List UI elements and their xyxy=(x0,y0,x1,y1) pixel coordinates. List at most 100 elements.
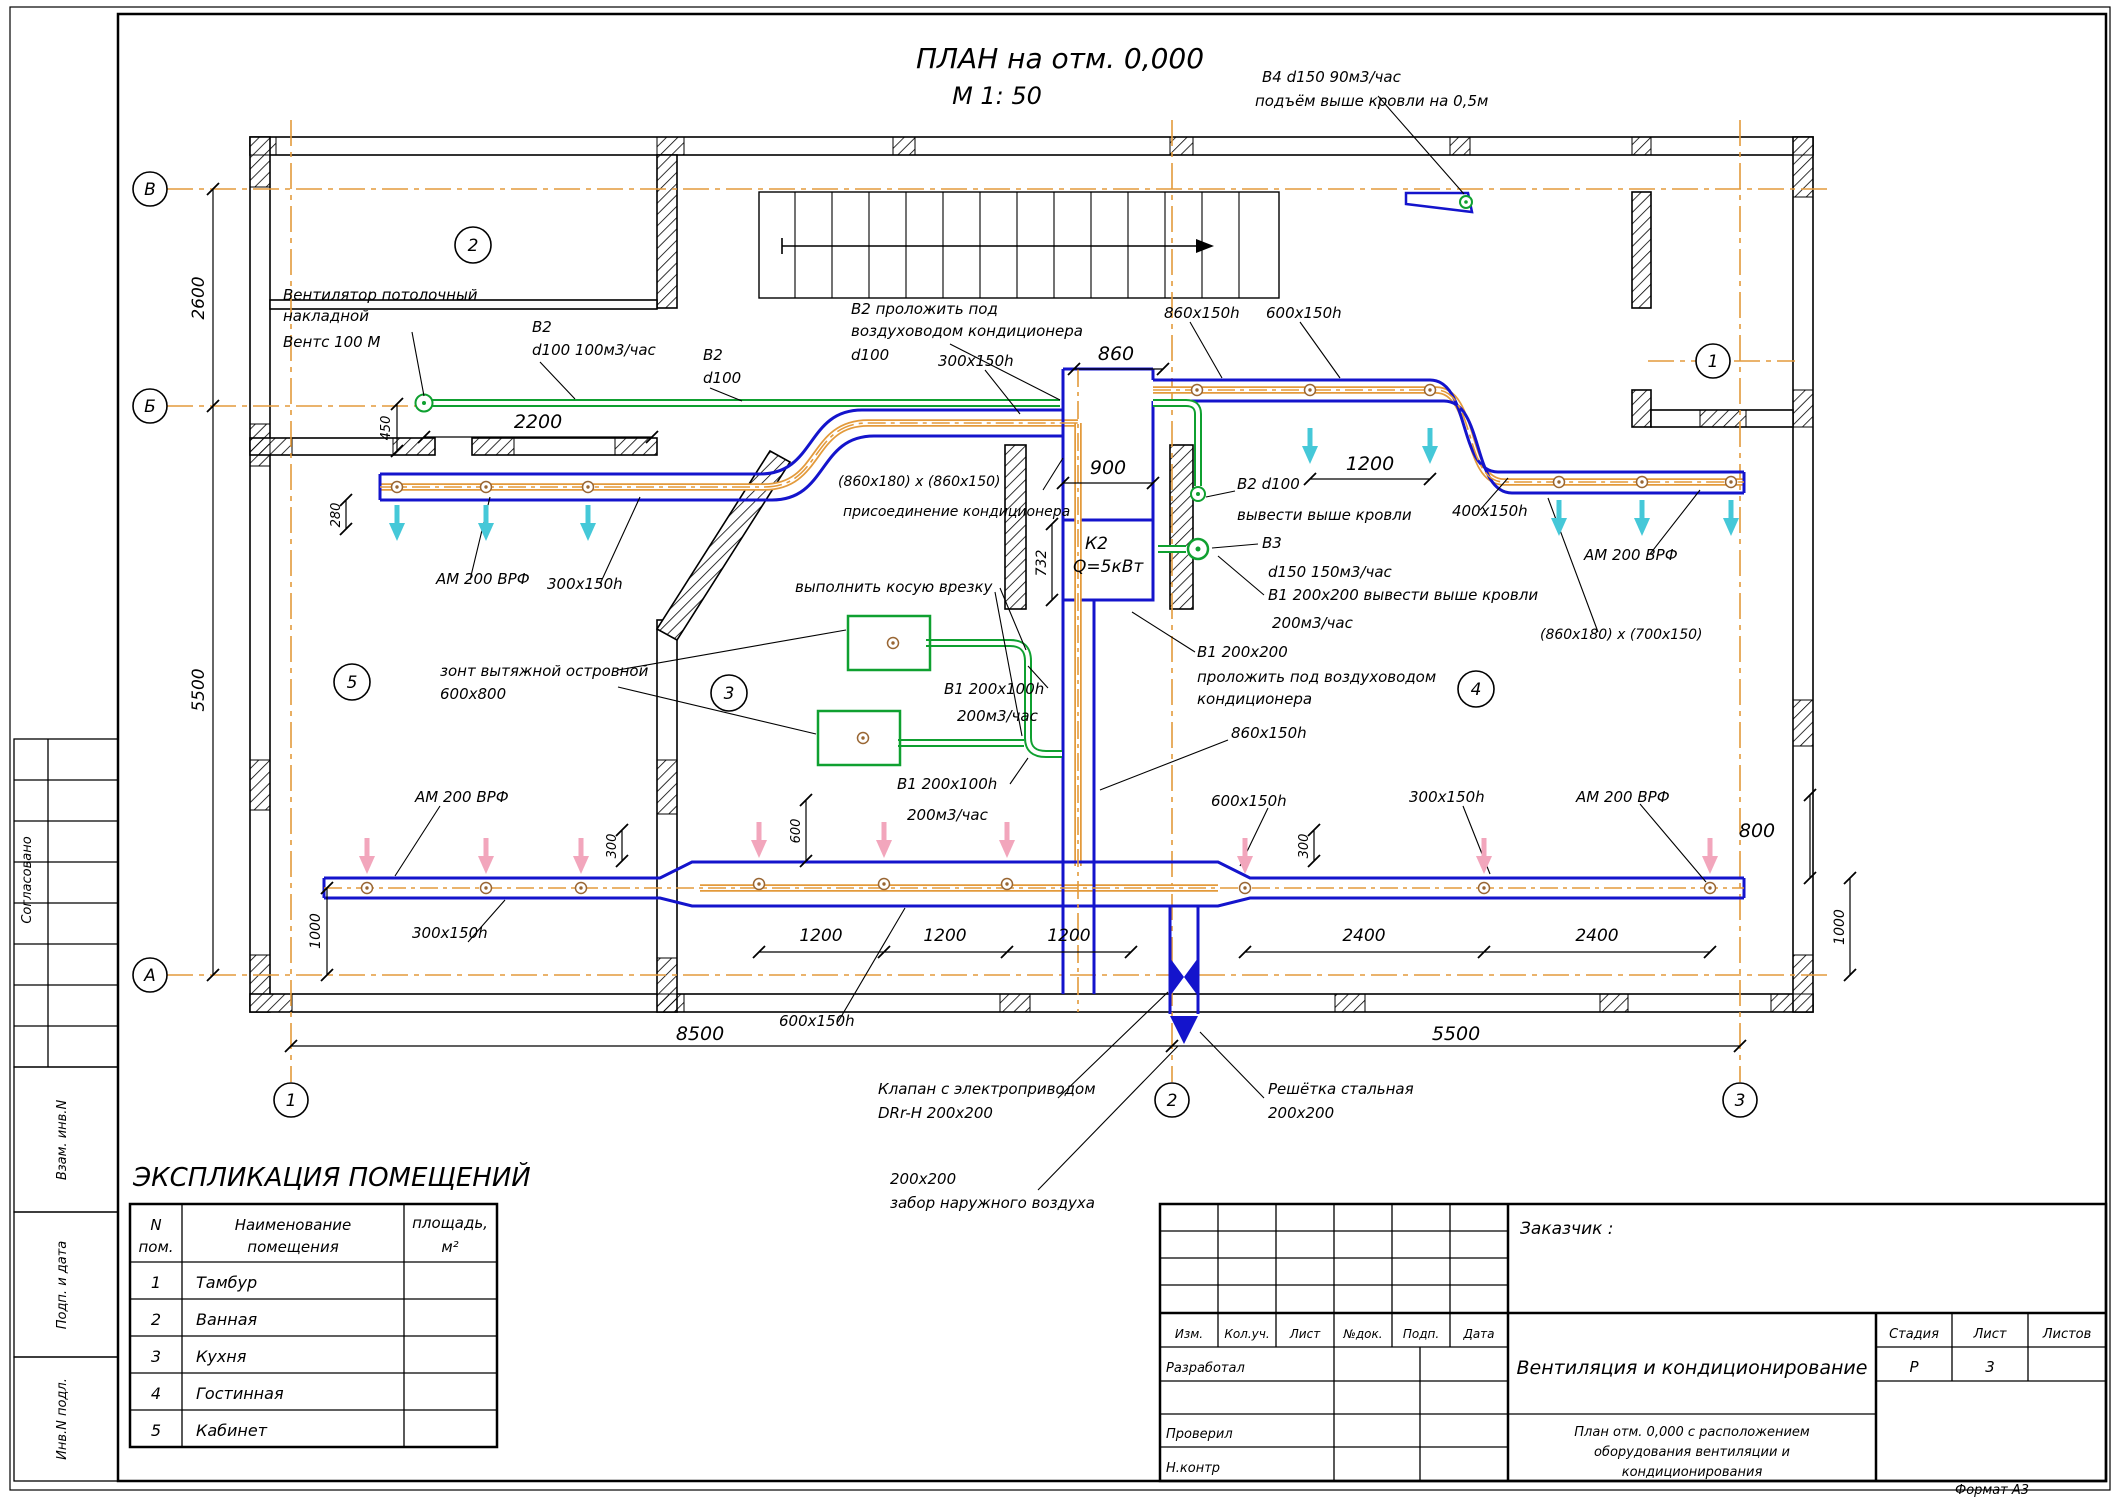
format-note: Формат А3 xyxy=(1955,1483,2029,1497)
axis-marker xyxy=(132,957,168,993)
drawing-label: 1200 xyxy=(1346,453,1394,475)
room-marker xyxy=(454,226,492,264)
drawing-label: 300х150h xyxy=(547,575,623,593)
drawing-label: d100 100м3/час xyxy=(532,341,657,359)
drawing-label: d100 xyxy=(851,346,889,364)
room-marker xyxy=(333,663,371,701)
diffuser-dot xyxy=(484,886,488,890)
diffuser-dot xyxy=(861,736,865,740)
drawing-label: АМ 200 ВРФ xyxy=(1575,788,1670,806)
diffuser-dot xyxy=(365,886,369,890)
diffuser-arrow-head xyxy=(573,856,589,874)
page-title: ПЛАН на отм. 0,000 xyxy=(916,42,1204,75)
drawing-label: АМ 200 ВРФ xyxy=(435,570,530,588)
side-stamp xyxy=(13,738,119,1482)
drawing-label: (860х180) х (700х150) xyxy=(1540,627,1703,643)
axis-marker-label: 1 xyxy=(1708,352,1719,372)
stage-header: Листов xyxy=(2042,1327,2092,1342)
drawing-label: 200м3/час xyxy=(957,707,1039,725)
room-number-cell: 4 xyxy=(151,1384,161,1403)
diffuser-dot xyxy=(1195,388,1199,392)
drawing-label: 2400 xyxy=(1342,926,1385,946)
drawing-label: К2 xyxy=(1085,534,1108,554)
drawing-label: 200м3/час xyxy=(1272,614,1354,632)
drawing-label: 2400 xyxy=(1575,926,1618,946)
drawing-label: 1000 xyxy=(308,913,324,949)
axis-marker xyxy=(132,171,168,207)
column-header: помещения xyxy=(247,1238,338,1256)
titleblock-role-label: Проверил xyxy=(1166,1427,1233,1442)
drawing-label: АМ 200 ВРФ xyxy=(1583,546,1678,564)
exhaust-hood xyxy=(846,614,932,672)
diffuser-dot xyxy=(891,641,895,645)
axis-marker-label: 2 xyxy=(1167,1091,1178,1111)
drawing-label: DRr-Н 200х200 xyxy=(878,1104,993,1122)
diffuser-arrow-head xyxy=(1476,856,1492,874)
leader-lines xyxy=(394,95,1707,1191)
diffuser-dot xyxy=(882,882,886,886)
drawing-label: забор наружного воздуха xyxy=(890,1194,1095,1212)
drawing-label: накладной xyxy=(283,307,369,325)
side-stamp-label: Согласовано xyxy=(20,836,35,923)
diffuser-arrow-head xyxy=(999,840,1015,858)
room-number-cell: 3 xyxy=(151,1347,161,1366)
diffuser-arrow-head xyxy=(478,856,494,874)
axis-marker xyxy=(132,388,168,424)
titleblock-role-label: Н.контр xyxy=(1166,1461,1220,1476)
side-stamp-label: Инв.N подл. xyxy=(55,1378,70,1460)
drawing-label: 1200 xyxy=(923,926,966,946)
exhaust-hood xyxy=(816,709,902,767)
axis-marker-label: Б xyxy=(144,397,156,417)
diffuser-dot xyxy=(1640,480,1644,484)
room-name-cell: Кухня xyxy=(196,1347,247,1366)
customer-label: Заказчик : xyxy=(1520,1219,1614,1239)
green-ducts xyxy=(414,195,1473,767)
drawing-label: 300 xyxy=(605,834,620,859)
titleblock-column-header: Кол.уч. xyxy=(1224,1327,1269,1341)
titleblock-role-label: Разработал xyxy=(1166,1361,1245,1376)
drawing-label: проложить под воздуховодом xyxy=(1197,668,1436,686)
sheet-description: кондиционирования xyxy=(1622,1465,1763,1480)
drawing-label: В1 200х200 вывести выше кровли xyxy=(1268,586,1538,604)
drawing-label: В2 xyxy=(703,346,723,364)
drawing-label: Решётка стальная xyxy=(1268,1080,1414,1098)
column-header: N xyxy=(150,1216,161,1234)
diffuser-arrow-head xyxy=(1302,446,1318,464)
frame-layer xyxy=(9,6,2111,1491)
drawing-label: вывести выше кровли xyxy=(1237,506,1412,524)
explication-title: ЭКСПЛИКАЦИЯ ПОМЕЩЕНИЙ xyxy=(132,1161,531,1193)
diffuser-dot xyxy=(395,485,399,489)
drawing-label: 800 xyxy=(1739,820,1775,842)
diffuser-arrow-head xyxy=(876,840,892,858)
drawing-label: 300х150h xyxy=(412,924,488,942)
drawing-label: Клапан с электроприводом xyxy=(878,1080,1096,1098)
room-marker xyxy=(710,674,748,712)
drawing-label: воздуховодом кондиционера xyxy=(851,322,1083,340)
titleblock-column-header: Дата xyxy=(1462,1327,1494,1341)
diffuser-arrow-head xyxy=(1237,856,1253,874)
titleblock-column-header: Изм. xyxy=(1175,1327,1203,1341)
drawing-label: Вентилятор потолочный xyxy=(283,286,478,304)
drawing-label: присоединение кондиционера xyxy=(843,504,1070,520)
drawing-label: 900 xyxy=(1090,457,1126,479)
diffuser-arrow-head xyxy=(359,856,375,874)
blue-ducts xyxy=(322,191,1746,1044)
drawing-label: 600х150h xyxy=(1266,304,1342,322)
valve-symbol xyxy=(1170,958,1184,996)
drawing-label: 600х150h xyxy=(779,1012,855,1030)
drawing-label: d150 150м3/час xyxy=(1268,563,1393,581)
room-name-cell: Тамбур xyxy=(196,1273,257,1292)
axis-marker xyxy=(1695,343,1731,379)
drawing-label: 200м3/час xyxy=(907,806,989,824)
axis-marker-label: 1 xyxy=(286,1091,297,1111)
diffuser-dot xyxy=(1005,882,1009,886)
diffuser-dot xyxy=(1482,886,1486,890)
drawing-label: 8500 xyxy=(676,1023,724,1045)
drawing-label: 400х150h xyxy=(1452,502,1528,520)
titleblock-column-header: №док. xyxy=(1342,1327,1382,1341)
roof-fan-b4 xyxy=(1404,191,1474,214)
diffuser-arrow-head xyxy=(1551,518,1567,536)
